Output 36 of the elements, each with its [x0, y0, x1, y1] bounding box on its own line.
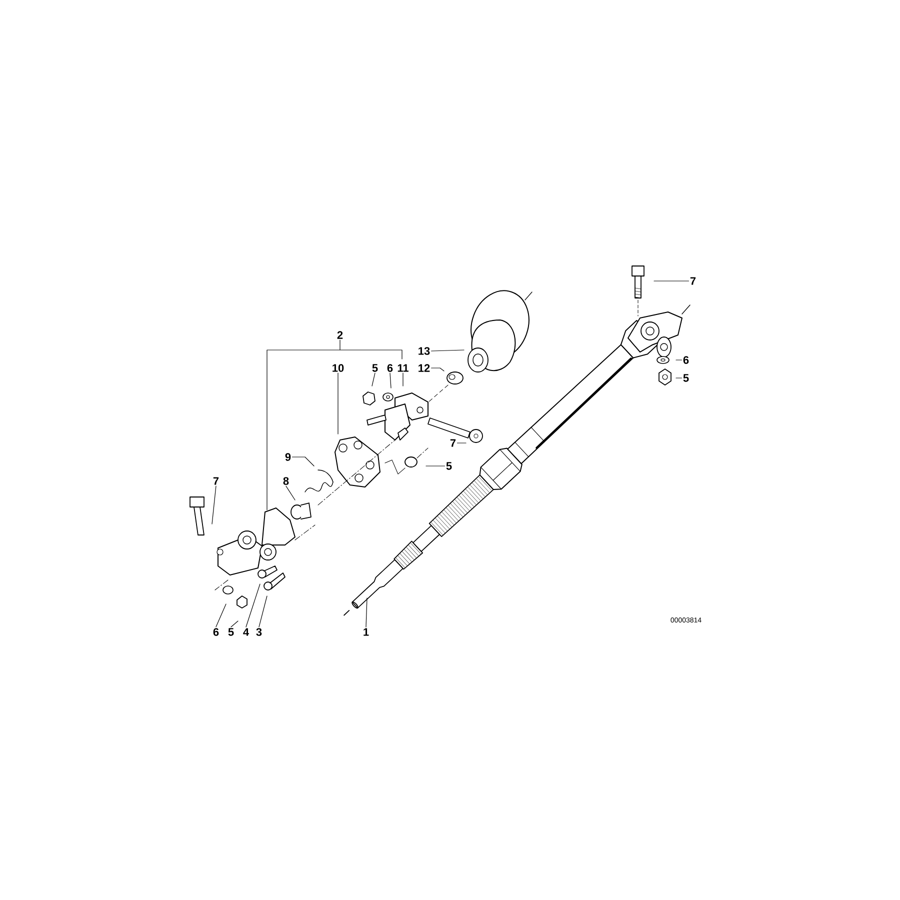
- callout-number: 10: [332, 364, 344, 372]
- callout-number: 6: [213, 628, 219, 636]
- leader-line: [456, 442, 466, 444]
- leader-line: [258, 596, 268, 628]
- leader-line: [402, 372, 404, 386]
- callout-number: 13: [418, 347, 430, 355]
- callout-number: 4: [243, 628, 249, 636]
- leader-line: [431, 368, 444, 372]
- leader-line: [230, 620, 238, 628]
- callout-number: 1: [364, 628, 369, 636]
- callout-number: 2: [337, 331, 343, 339]
- leader-line: [390, 372, 392, 388]
- leader-line: [266, 340, 402, 510]
- leader-line: [286, 486, 296, 500]
- leader-line: [246, 584, 260, 628]
- leader-line: [212, 486, 216, 524]
- leader-line: [654, 280, 690, 282]
- callout-number: 7: [213, 477, 219, 485]
- callout-number: 7: [690, 277, 696, 285]
- callout-number: 11: [398, 364, 408, 372]
- callout-number: 6: [683, 356, 689, 364]
- callout-number: 6: [387, 364, 393, 372]
- leader-line: [216, 604, 226, 628]
- callout-number: 3: [256, 628, 262, 636]
- callout-number: 9: [285, 453, 291, 461]
- callout-number: 8: [283, 477, 289, 485]
- leader-line: [366, 598, 368, 628]
- callout-number: 12: [418, 364, 430, 372]
- callout-number: 7: [450, 439, 456, 447]
- callout-number: 5: [372, 364, 378, 372]
- callout-number: 5: [446, 462, 452, 470]
- leader-line: [431, 350, 464, 352]
- callout-number: 5: [228, 628, 234, 636]
- callout-number: 5: [683, 374, 689, 382]
- leader-line: [292, 456, 314, 466]
- leader-line: [372, 372, 376, 386]
